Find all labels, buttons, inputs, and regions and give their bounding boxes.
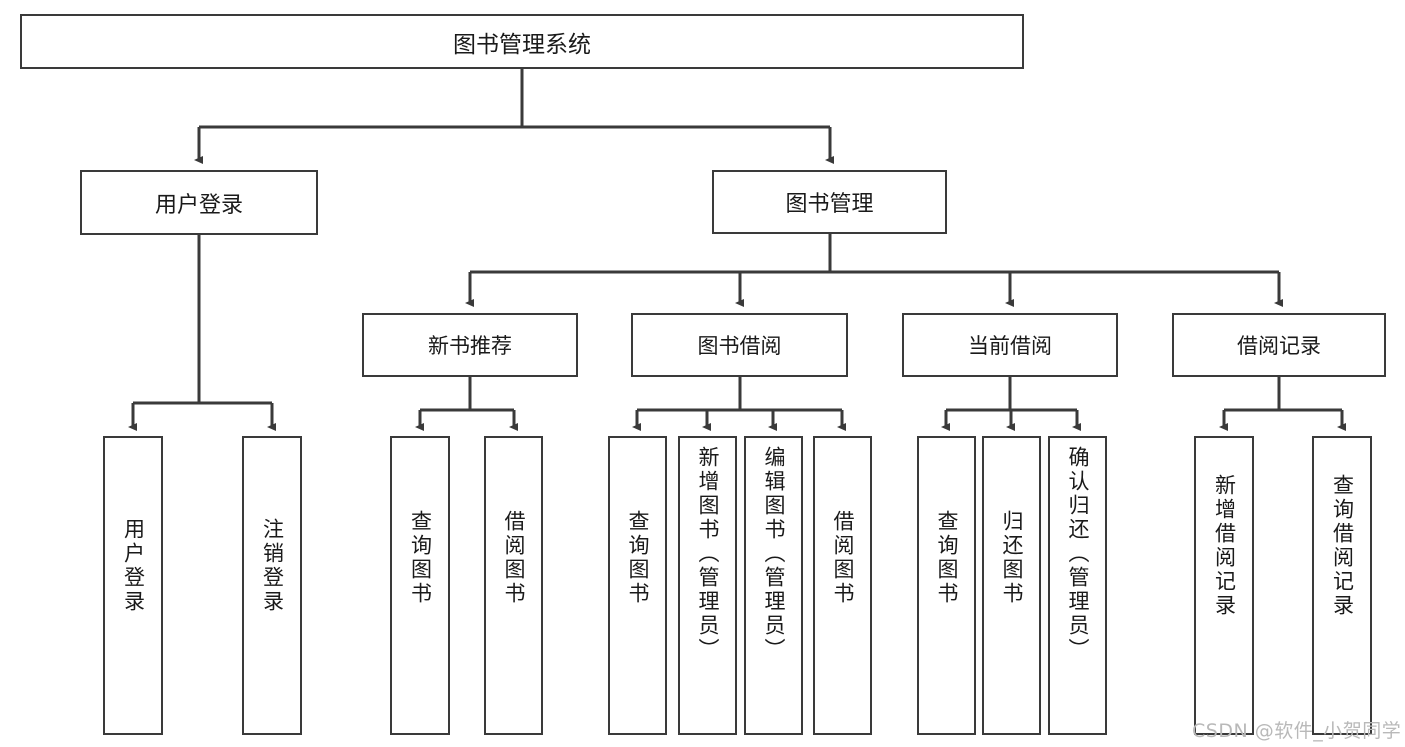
node-current-borrow[interactable]: 当前借阅 xyxy=(902,313,1118,377)
leaf-add-borrow-record-label: 新增借阅记录 xyxy=(1212,474,1237,618)
leaf-edit-book-admin-label: 编辑图书（管理员） xyxy=(762,446,786,662)
leaf-return-book-label: 归还图书 xyxy=(1000,510,1024,606)
leaf-add-book-admin-label: 新增图书（管理员） xyxy=(696,446,720,662)
leaf-borrow-book[interactable]: 借阅图书 xyxy=(813,436,872,735)
leaf-confirm-return-admin[interactable]: 确认归还（管理员） xyxy=(1048,436,1107,735)
node-root-label: 图书管理系统 xyxy=(453,31,591,58)
csdn-watermark: CSDN @软件_小贺同学 xyxy=(1192,720,1402,742)
leaf-borrow-book-label: 借阅图书 xyxy=(831,510,855,606)
leaf-logout-label: 注销登录 xyxy=(260,518,285,614)
node-current-borrow-label: 当前借阅 xyxy=(968,334,1052,358)
leaf-query-book-recommend-label: 查询图书 xyxy=(408,510,433,606)
leaf-user-login[interactable]: 用户登录 xyxy=(103,436,163,735)
node-root[interactable]: 图书管理系统 xyxy=(20,14,1024,69)
leaf-borrow-book-recommend-label: 借阅图书 xyxy=(502,510,526,606)
leaf-user-login-label: 用户登录 xyxy=(121,518,146,614)
node-user-login[interactable]: 用户登录 xyxy=(80,170,318,235)
node-user-login-label: 用户登录 xyxy=(154,192,243,218)
node-book-management-label: 图书管理 xyxy=(785,192,874,217)
leaf-add-borrow-record[interactable]: 新增借阅记录 xyxy=(1194,436,1254,735)
leaf-confirm-return-admin-label: 确认归还（管理员） xyxy=(1066,446,1090,662)
node-new-book-recommend[interactable]: 新书推荐 xyxy=(362,313,578,377)
node-new-book-recommend-label: 新书推荐 xyxy=(428,334,512,358)
node-book-borrow-label: 图书借阅 xyxy=(697,334,782,358)
leaf-add-book-admin[interactable]: 新增图书（管理员） xyxy=(678,436,737,735)
leaf-query-book-borrow-label: 查询图书 xyxy=(626,510,650,606)
leaf-query-borrow-record-label: 查询借阅记录 xyxy=(1330,474,1355,618)
node-book-borrow[interactable]: 图书借阅 xyxy=(631,313,848,377)
leaf-query-borrow-record[interactable]: 查询借阅记录 xyxy=(1312,436,1372,735)
leaf-return-book[interactable]: 归还图书 xyxy=(982,436,1041,735)
node-book-management[interactable]: 图书管理 xyxy=(712,170,947,234)
leaf-query-book-current-label: 查询图书 xyxy=(935,510,959,606)
leaf-borrow-book-recommend[interactable]: 借阅图书 xyxy=(484,436,543,735)
node-borrow-record[interactable]: 借阅记录 xyxy=(1172,313,1386,377)
leaf-logout[interactable]: 注销登录 xyxy=(242,436,302,735)
leaf-query-book-current[interactable]: 查询图书 xyxy=(917,436,976,735)
leaf-query-book-borrow[interactable]: 查询图书 xyxy=(608,436,667,735)
leaf-query-book-recommend[interactable]: 查询图书 xyxy=(390,436,450,735)
node-borrow-record-label: 借阅记录 xyxy=(1237,334,1321,358)
leaf-edit-book-admin[interactable]: 编辑图书（管理员） xyxy=(744,436,803,735)
